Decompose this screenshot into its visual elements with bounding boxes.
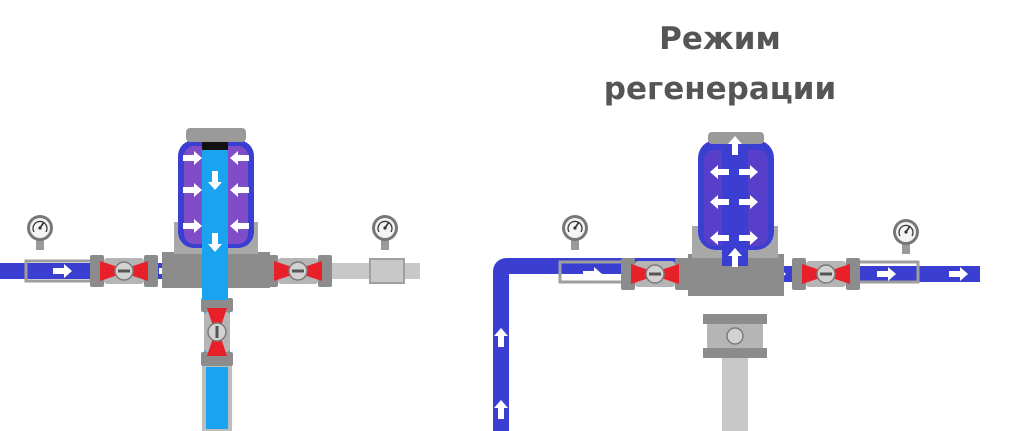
pressure-gauge-icon: [371, 214, 399, 251]
ball-valve-icon[interactable]: [262, 253, 334, 289]
inlet-pipe: [493, 258, 700, 431]
regeneration-mode-diagram: [493, 132, 980, 431]
pressure-gauge-icon: [561, 214, 589, 251]
outlet-pipe-idle: [722, 352, 748, 431]
filter-housing: [162, 128, 270, 300]
ball-valve-icon[interactable]: [88, 253, 160, 289]
ball-valve-icon[interactable]: [790, 256, 862, 292]
filtration-mode-diagram: [0, 128, 420, 431]
diagram-title-line-1: Режим: [659, 21, 781, 57]
pressure-gauge-icon: [26, 214, 54, 251]
ball-valve-icon[interactable]: [619, 256, 691, 292]
filter-housing: [688, 132, 784, 296]
diagram-title-line-2: регенерации: [603, 71, 837, 107]
pressure-gauge-icon: [892, 218, 920, 255]
ball-valve-icon[interactable]: [199, 296, 235, 368]
ball-valve-icon[interactable]: [703, 314, 767, 358]
